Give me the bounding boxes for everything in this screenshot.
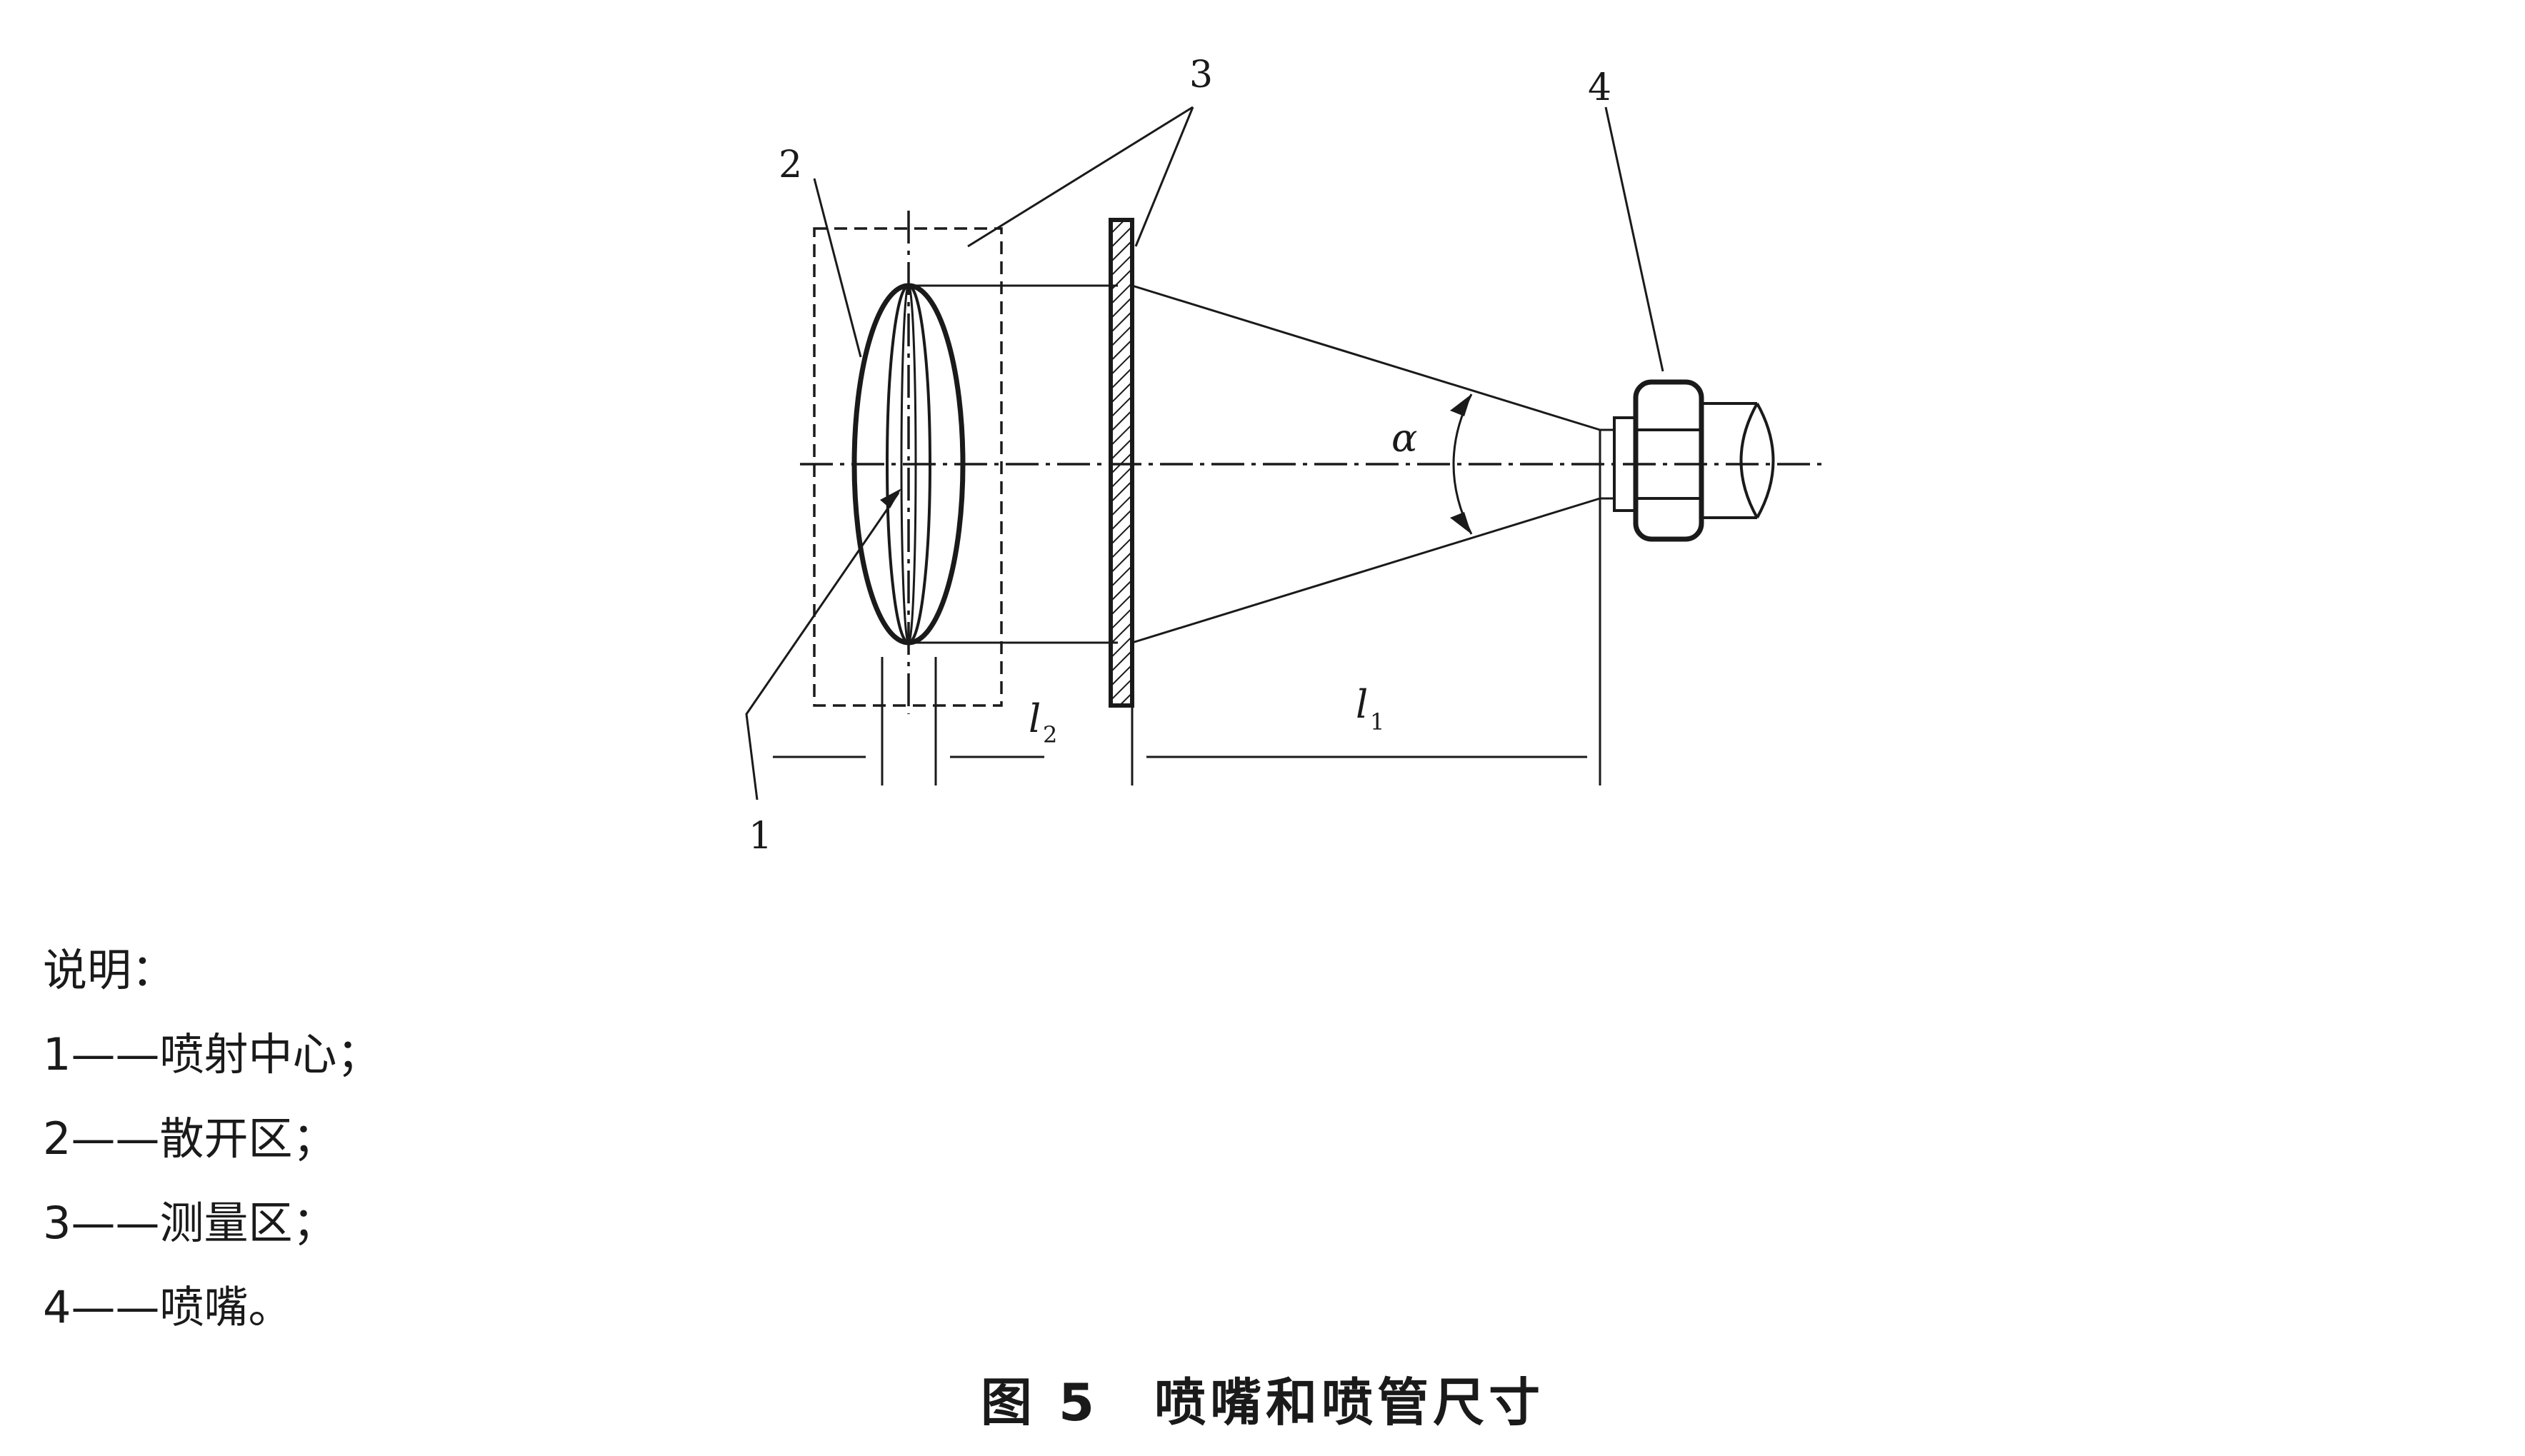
nozzle: [1599, 379, 1775, 542]
dimension-lines: [773, 498, 1601, 785]
nozzle-diagram: α l 2 l 1 1 2 3 4: [745, 54, 1829, 858]
leader-lines: [745, 106, 1664, 800]
measurement-zone-box: [813, 227, 1003, 707]
item-2-label: 2: [779, 144, 802, 186]
figure-caption: 图 5 喷嘴和喷管尺寸: [980, 1372, 1545, 1432]
spray-cone-upper: [1131, 284, 1601, 431]
item-3-label: 3: [1189, 54, 1213, 96]
measurement-plate: [1109, 218, 1134, 708]
legend-item-3: 3——测量区；: [43, 1197, 337, 1249]
spray-cone-lower: [1131, 497, 1601, 644]
legend-item-1: 1——喷射中心；: [43, 1028, 381, 1080]
legend-item-2: 2——散开区；: [43, 1113, 337, 1165]
item-1-label: 1: [749, 815, 772, 858]
angle-alpha-arc: [1450, 393, 1473, 535]
legend-heading: 说明：: [43, 944, 176, 996]
dimension-l2-label: l: [1029, 696, 1041, 741]
legend-item-4: 4——喷嘴。: [43, 1281, 293, 1333]
dimension-l1-label: l: [1356, 682, 1368, 727]
legend: 说明： 1——喷射中心； 2——散开区； 3——测量区； 4——喷嘴。: [43, 928, 381, 1350]
angle-alpha-label: α: [1391, 416, 1417, 461]
dimension-l1-subscript: 1: [1370, 708, 1384, 735]
item-4-label: 4: [1588, 66, 1611, 109]
dimension-l2-subscript: 2: [1043, 721, 1057, 748]
